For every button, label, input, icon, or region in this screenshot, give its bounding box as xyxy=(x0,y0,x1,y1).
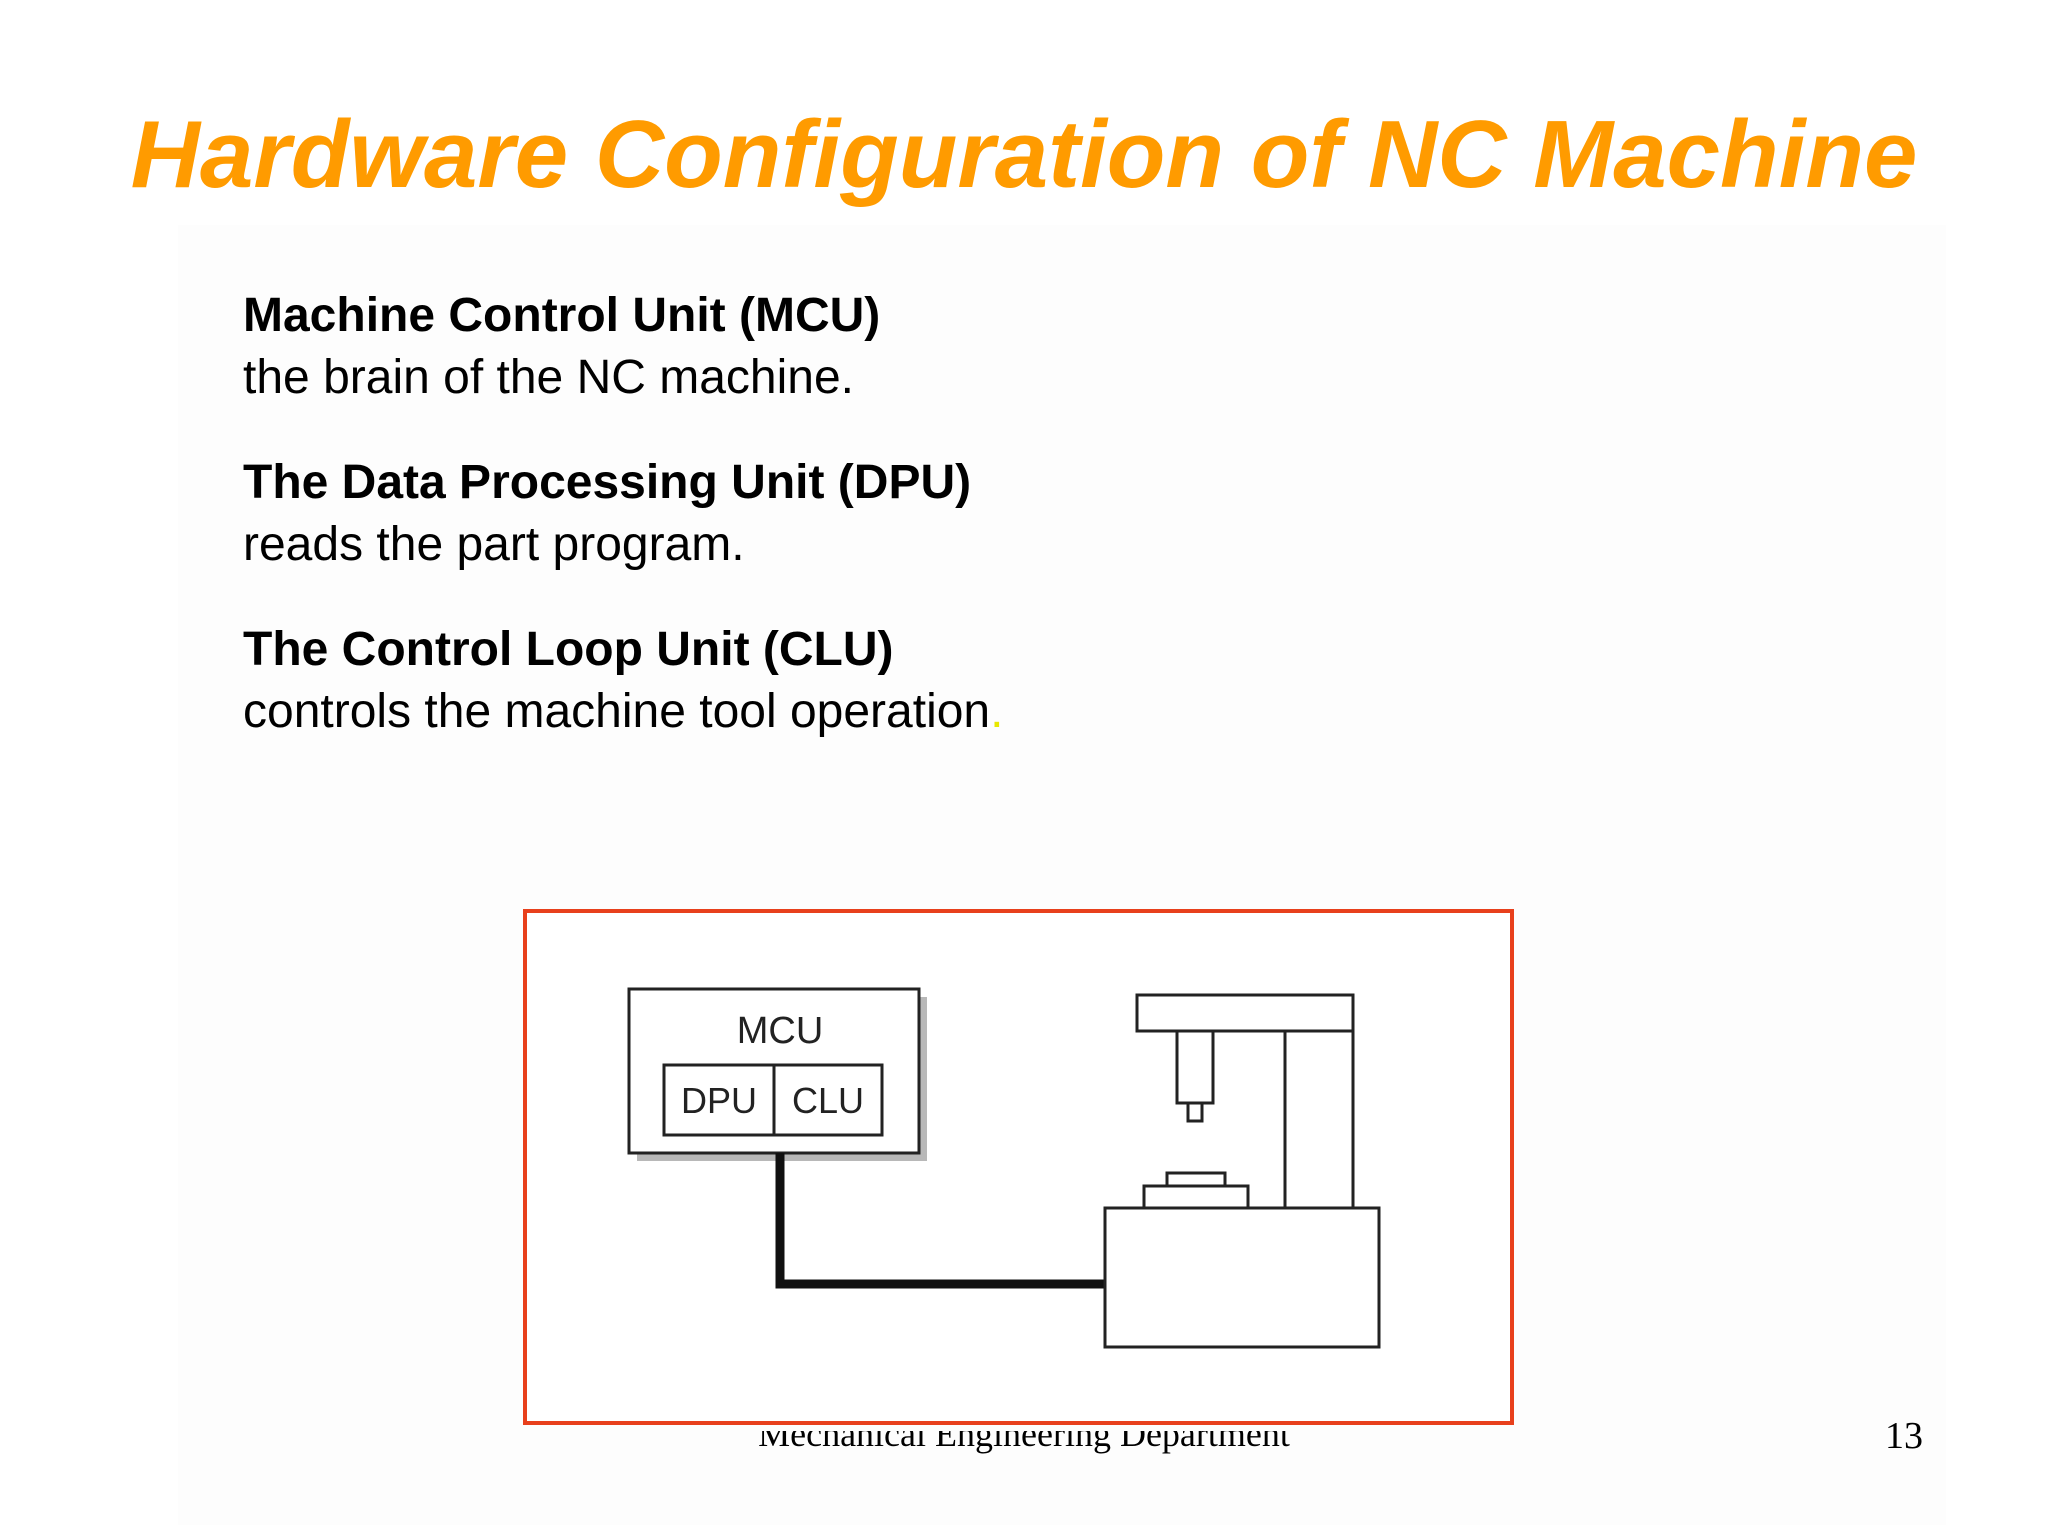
page-number: 13 xyxy=(1885,1415,1923,1457)
spindle-tool xyxy=(1186,1101,1204,1123)
spindle xyxy=(1175,1029,1215,1105)
definition-desc-clu-period: . xyxy=(990,685,1004,738)
machine-column xyxy=(1283,1029,1355,1233)
dpu-label: DPU xyxy=(681,1080,757,1121)
definition-term-clu: The Control Loop Unit (CLU) xyxy=(243,623,894,676)
slide-title: Hardware Configuration of NC Machine xyxy=(130,101,1918,208)
definition-desc-mcu: the brain of the NC machine. xyxy=(243,347,1443,409)
definition-desc-mcu-period: . xyxy=(840,351,854,404)
nc-machine-diagram: MCU DPU CLU xyxy=(627,987,1381,1349)
definition-clu: The Control Loop Unit (CLU) controls the… xyxy=(243,619,1443,743)
machine-top-beam xyxy=(1135,993,1355,1033)
connection-cable xyxy=(775,1153,1105,1289)
definition-list: Machine Control Unit (MCU) the brain of … xyxy=(243,285,1443,786)
definition-desc-mcu-text: the brain of the NC machine xyxy=(243,351,841,404)
clu-box xyxy=(772,1063,884,1137)
mcu-label: MCU xyxy=(737,1010,824,1052)
worktable-fixture xyxy=(1142,1184,1250,1210)
definition-desc-clu-text: controls the machine tool operation xyxy=(243,685,991,738)
machine-base xyxy=(1103,1206,1381,1349)
clu-label: CLU xyxy=(792,1080,864,1121)
workpiece xyxy=(1165,1171,1227,1188)
definition-desc-clu: controls the machine tool operation. xyxy=(243,681,1443,743)
definition-desc-dpu: reads the part program. xyxy=(243,518,745,571)
definition-term-mcu: Machine Control Unit (MCU) xyxy=(243,289,881,342)
definition-dpu: The Data Processing Unit (DPU) reads the… xyxy=(243,452,1443,576)
nc-machine-diagram-frame: MCU DPU CLU xyxy=(523,909,1514,1425)
definition-term-dpu: The Data Processing Unit (DPU) xyxy=(243,456,972,509)
definition-mcu: Machine Control Unit (MCU) the brain of … xyxy=(243,285,1443,409)
footer-department: Mechanical Engineering Department xyxy=(758,1414,1290,1454)
